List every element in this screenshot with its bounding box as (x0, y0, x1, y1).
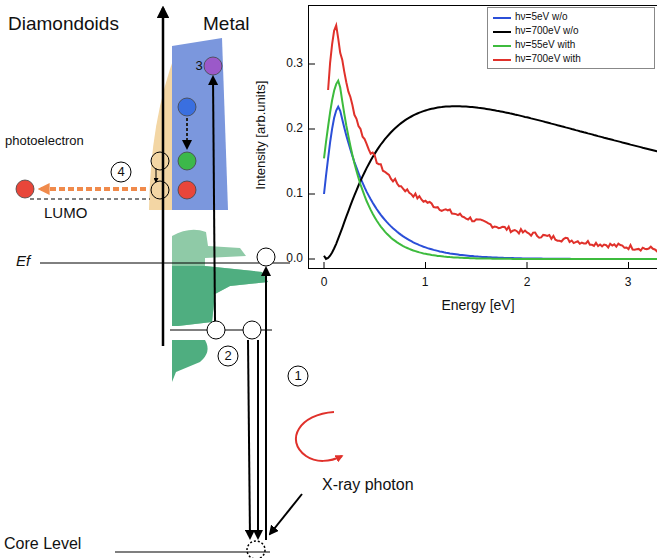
callout-number: 2 (224, 349, 231, 363)
relax-arrow (186, 118, 188, 148)
legend-line (493, 45, 511, 47)
axis-tick (425, 262, 426, 268)
dos-upper (172, 230, 268, 326)
legend-text: hν=5eV w/o (515, 11, 568, 22)
empty-state (151, 152, 169, 170)
decay-arrow (248, 340, 250, 538)
hole (207, 321, 225, 339)
xray-wave (296, 412, 342, 461)
diagram-label: LUMO (44, 205, 87, 222)
diagram-label: X-ray photon (322, 476, 414, 494)
axis-tick (527, 262, 528, 268)
axis-tick (309, 259, 315, 260)
electron (178, 181, 196, 199)
legend-text: hν=700eV w/o (515, 25, 579, 36)
hot-electron (204, 57, 222, 75)
axis-tick (628, 262, 629, 268)
spectrum-curve (324, 107, 657, 259)
legend-line (493, 59, 511, 61)
legend-text: hν=700eV with (515, 53, 581, 64)
legend-line (493, 17, 511, 19)
energy-axis-arrow (162, 8, 165, 346)
auger-arrow (265, 268, 267, 540)
electron (178, 152, 196, 170)
metal-band (172, 38, 228, 210)
hole (243, 321, 261, 339)
callout-number: 2 (524, 276, 531, 289)
callout-number: 4 (117, 165, 124, 179)
core-hole (247, 541, 265, 558)
electron (178, 98, 196, 116)
callout-circle (111, 162, 131, 182)
axis-tick (324, 262, 325, 268)
decay-arrow (257, 340, 259, 538)
spectrum-curve (324, 106, 657, 259)
diagram-label: Metal (203, 14, 249, 35)
callout-number: Energy [eV] (441, 298, 514, 313)
empty-state (151, 181, 169, 199)
lumo-level (30, 199, 150, 200)
callout-number: 3 (195, 59, 202, 73)
fermi-level (40, 263, 290, 264)
callout-circle (218, 346, 238, 366)
diagram-label: photoelectron (5, 134, 84, 148)
diagram-label: Diamondoids (8, 14, 119, 35)
diagram-label: 0.1 (286, 187, 303, 200)
callout-number: 1 (294, 369, 301, 383)
axis-tick (309, 64, 315, 65)
legend-text: hν=55eV with (515, 39, 575, 50)
axis-tick (309, 194, 315, 195)
legend-line (493, 31, 511, 33)
callout-circle (288, 366, 308, 386)
excitation-arrow (213, 77, 215, 321)
diagram-label: 0.3 (286, 57, 303, 70)
legend-box: hν=5eV w/o hν=700eV w/o hν=55eV with hν=700… (487, 7, 655, 69)
dos-lower (172, 340, 208, 382)
spectrum-curve (324, 81, 657, 259)
emission-arrow (40, 187, 146, 191)
transfer-arrow (156, 168, 157, 182)
diagram-label: 0.0 (286, 252, 303, 265)
callout-number: 1 (422, 276, 429, 289)
callout-number: 3 (625, 276, 632, 289)
callout-number: 0 (321, 276, 328, 289)
plot-frame (309, 6, 657, 269)
xray-arrow (270, 494, 302, 534)
hole (257, 248, 275, 266)
axis-title: Intensity [arb.units] (255, 80, 269, 189)
diagram-label: 0.2 (286, 122, 303, 135)
axis-tick (309, 129, 315, 130)
diagram-label: Ef (16, 253, 30, 270)
emitted-electron (16, 180, 34, 198)
diagram-label: Core Level (4, 535, 81, 553)
dos-filled (172, 266, 268, 326)
